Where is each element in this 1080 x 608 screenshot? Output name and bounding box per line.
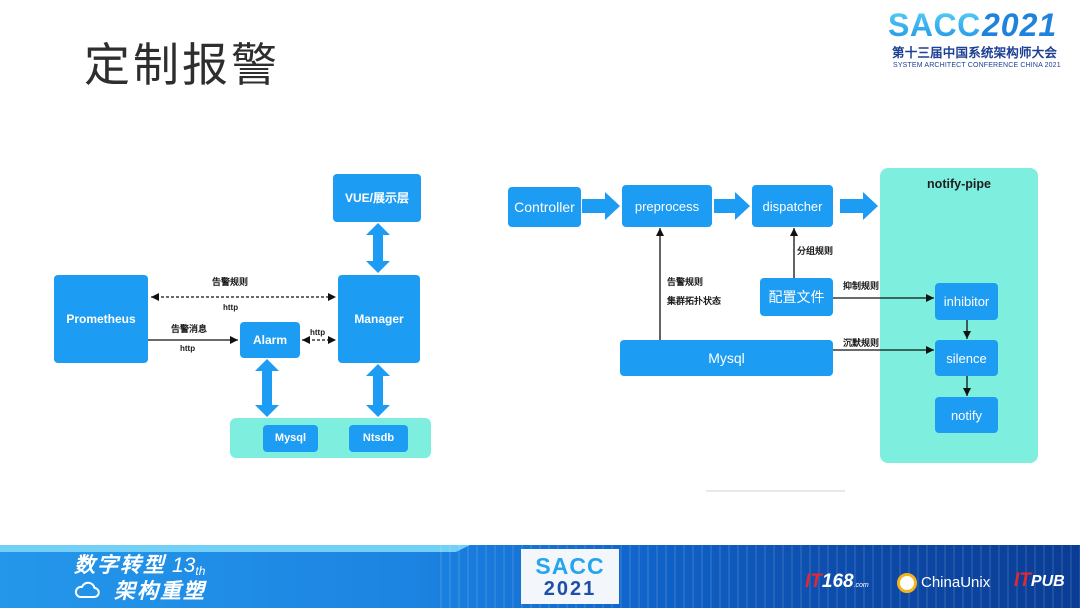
prometheus-alarm-label-bottom: http xyxy=(180,344,196,353)
config-inhibitor-label: 抑制规则 xyxy=(843,282,880,292)
logo-acronym: SACC xyxy=(888,7,981,43)
alarm-node: Alarm xyxy=(240,322,300,358)
itpub-logo: ITPUB xyxy=(1014,570,1065,593)
slogan-line-1: 数字转型 13th xyxy=(74,552,205,579)
dispatcher-notify-pipe-arrow xyxy=(840,192,878,220)
logo-subtitle-cn: 第十三届中国系统架构师大会 xyxy=(892,45,1058,60)
itpub-suffix: PUB xyxy=(1030,573,1065,590)
vue-display-layer-node: VUE/展示层 xyxy=(333,174,421,222)
dispatcher-node: dispatcher xyxy=(752,185,833,227)
it168-number: 168 xyxy=(821,571,854,592)
manager-ntsdb-double-arrow xyxy=(366,364,390,417)
controller-preprocess-arrow xyxy=(582,192,620,220)
slide-title: 定制报警 xyxy=(84,38,280,92)
mysql-silence-label: 沉默规则 xyxy=(843,339,880,349)
mysql-preprocess-label-line2: 集群拓扑状态 xyxy=(667,297,722,307)
ntsdb-node: Ntsdb xyxy=(349,425,408,452)
inhibitor-node: inhibitor xyxy=(935,283,998,320)
footer-sacc-logo: SACC 2021 xyxy=(521,549,619,604)
it168-prefix: IT xyxy=(805,571,822,592)
itpub-prefix: IT xyxy=(1014,570,1031,591)
prometheus-node: Prometheus xyxy=(54,275,148,363)
vue-manager-double-arrow xyxy=(366,223,390,273)
notify-pipe-label: notify-pipe xyxy=(927,177,991,191)
banner-accent-strip xyxy=(0,545,470,552)
config-file-node: 配置文件 xyxy=(760,278,833,316)
right-mysql-node: Mysql xyxy=(620,340,833,376)
edition-suffix: th xyxy=(195,564,206,578)
prometheus-manager-label-bottom: http xyxy=(223,303,239,312)
logo-subtitle-en: SYSTEM ARCHITECT CONFERENCE CHINA 2021 xyxy=(893,62,1061,69)
alarm-manager-label: http xyxy=(310,328,326,337)
chinaunix-name: ChinaUnix xyxy=(921,574,991,591)
footer-logo-year: 2021 xyxy=(543,578,597,600)
controller-node: Controller xyxy=(508,187,581,227)
edition-number: 13 xyxy=(172,554,196,577)
chinaunix-circle-icon xyxy=(897,573,917,593)
prometheus-manager-label-top: 告警规则 xyxy=(212,278,249,288)
it168-logo: IT168.com xyxy=(805,571,869,597)
manager-node: Manager xyxy=(338,275,420,363)
config-dispatcher-label: 分组规则 xyxy=(797,247,834,257)
slogan-line-1-text: 数字转型 xyxy=(74,553,166,577)
left-mysql-node: Mysql xyxy=(263,425,318,452)
logo-year: 2021 xyxy=(982,7,1058,43)
slogan-line-2: 架构重塑 xyxy=(114,579,206,603)
silence-node: silence xyxy=(935,340,998,376)
prometheus-alarm-label-top: 告警消息 xyxy=(171,325,208,335)
notify-node: notify xyxy=(935,397,998,433)
it168-suffix: .com xyxy=(853,582,869,589)
alarm-mysql-double-arrow xyxy=(255,359,279,417)
mysql-preprocess-label-line1: 告警规则 xyxy=(667,278,704,288)
cloud-icon xyxy=(74,581,100,598)
preprocess-dispatcher-arrow xyxy=(714,192,750,220)
footer-logo-acronym: SACC xyxy=(535,553,605,579)
chinaunix-logo: ChinaUnix xyxy=(897,572,990,594)
preprocess-node: preprocess xyxy=(622,185,712,227)
